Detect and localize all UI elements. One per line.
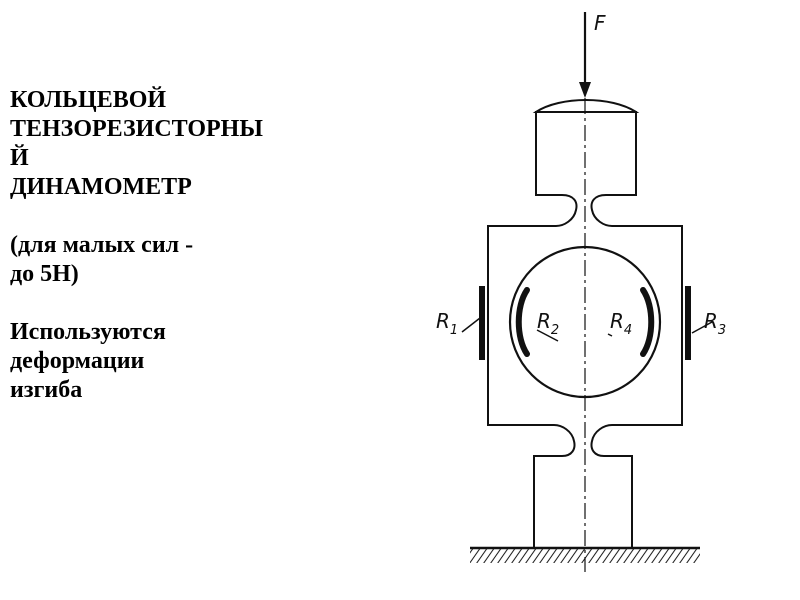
label-r1: R1 [436, 309, 458, 338]
title-line-2: ТЕНЗОРЕЗИСТОРНЫ [10, 116, 263, 142]
label-r3: R3 [704, 309, 726, 338]
title-line-3: Й [10, 145, 29, 171]
usage-line-1: Используются [10, 319, 166, 345]
force-label: F [594, 11, 606, 35]
arrow-head [579, 82, 591, 98]
strain-gauge-r4: R4 [607, 287, 655, 357]
note-line-1: (для малых сил - [10, 232, 194, 258]
strain-gauge-r3: R3 [685, 286, 726, 360]
usage-line-2: деформации [10, 348, 145, 374]
gauge-r1-bar [479, 286, 485, 360]
gauge-r2-bar [515, 287, 530, 357]
ground-hatching [470, 549, 700, 563]
label-r4: R4 [610, 309, 632, 338]
gauge-r3-bar [685, 286, 691, 360]
force-arrow: F [579, 11, 606, 98]
slide-text-block: КОЛЬЦЕВОЙ ТЕНЗОРЕЗИСТОРНЫ Й ДИНАМОМЕТР (… [10, 86, 345, 405]
label-r2: R2 [537, 309, 559, 338]
load-dome [532, 99, 640, 113]
title-line-4: ДИНАМОМЕТР [10, 174, 192, 200]
title-line-1: КОЛЬЦЕВОЙ [10, 87, 167, 113]
gauge-r4-bar [640, 287, 655, 357]
strain-gauge-r2: R2 [515, 287, 559, 357]
strain-gauge-r1: R1 [436, 286, 485, 360]
note-line-2: до 5Н) [10, 261, 79, 287]
dynamometer-body [487, 111, 683, 549]
usage-line-3: изгиба [10, 377, 83, 403]
